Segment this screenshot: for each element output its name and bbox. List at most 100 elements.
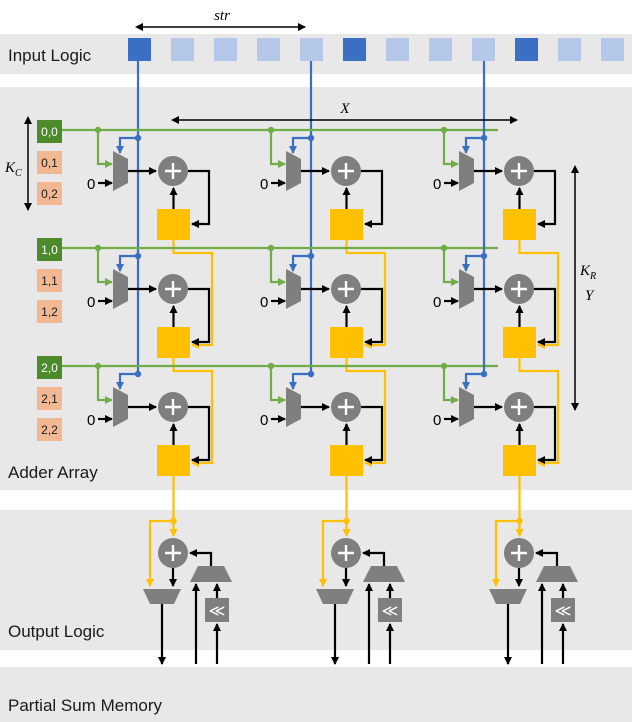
junction-dot <box>134 134 142 142</box>
weight-box <box>37 182 62 205</box>
partial-sum-memory-band <box>0 667 632 722</box>
input-to-mux <box>462 136 484 154</box>
output-multiplexer <box>316 589 354 604</box>
y-dimension-label: Y <box>585 288 595 304</box>
junction-dot <box>170 517 177 525</box>
weight-label: 1,2 <box>41 305 58 319</box>
weight-label: 0,1 <box>41 156 58 170</box>
weight-to-mux <box>269 248 286 286</box>
input-square <box>300 38 323 61</box>
output-multiplexer <box>489 589 527 604</box>
junction-dot <box>307 252 315 260</box>
input-to-mux <box>116 372 138 390</box>
junction-dot <box>267 362 275 370</box>
zero-input: 0 <box>260 176 268 193</box>
accumulator-register <box>503 327 536 358</box>
junction-dot <box>480 252 488 260</box>
zero-input: 0 <box>260 294 268 311</box>
multiplexer <box>459 269 474 309</box>
accumulator-register <box>157 327 190 358</box>
psum-selector-mux <box>363 566 405 582</box>
junction-dot <box>134 370 142 378</box>
junction-dot <box>94 362 102 370</box>
shift-left-icon: ≪ <box>555 603 572 620</box>
psum-forward <box>518 358 560 467</box>
plus-icon <box>338 545 354 561</box>
psum-forward <box>518 240 560 349</box>
psum-selector-mux <box>190 566 232 582</box>
zero-input: 0 <box>87 176 95 193</box>
weight-label: 2,1 <box>41 392 58 406</box>
multiplexer <box>113 387 128 427</box>
weight-box <box>37 238 62 261</box>
weight-box <box>37 269 62 292</box>
weight-label: 1,1 <box>41 274 58 288</box>
zero-input: 0 <box>433 176 441 193</box>
zero-input: 0 <box>87 412 95 429</box>
adder-to-register <box>188 287 211 346</box>
weight-label: 2,0 <box>41 361 58 375</box>
junction-dot <box>516 517 523 525</box>
kc-label: KC <box>4 160 22 179</box>
weight-box <box>37 120 62 143</box>
junction-dot <box>94 126 102 134</box>
adder-to-register <box>534 287 557 346</box>
input-to-mux <box>462 372 484 390</box>
weight-to-mux <box>269 366 286 404</box>
junction-dot <box>307 370 315 378</box>
accumulator-register <box>330 209 363 240</box>
weight-to-mux <box>442 248 459 286</box>
plus-icon <box>165 545 181 561</box>
input-to-mux <box>289 254 311 272</box>
weight-box <box>37 151 62 174</box>
input-square <box>214 38 237 61</box>
plus-icon <box>511 399 527 415</box>
accumulator-register <box>157 209 190 240</box>
adder-to-register <box>361 169 384 228</box>
weight-box <box>37 387 62 410</box>
plus-icon <box>511 545 527 561</box>
accumulator-register <box>157 445 190 476</box>
selector-to-adder <box>362 549 386 566</box>
junction-dot <box>480 370 488 378</box>
adder-to-register <box>534 405 557 464</box>
output-logic-band <box>0 510 632 650</box>
output-logic-label: Output Logic <box>8 622 105 641</box>
junction-dot <box>267 126 275 134</box>
multiplexer <box>286 269 301 309</box>
weight-box <box>37 418 62 441</box>
shift-left-icon: ≪ <box>382 603 399 620</box>
junction-dot <box>440 362 448 370</box>
junction-dot <box>440 126 448 134</box>
zero-input: 0 <box>87 294 95 311</box>
plus-icon <box>511 163 527 179</box>
weight-to-mux <box>96 248 113 286</box>
kr-label: KR <box>579 263 596 282</box>
input-square <box>601 38 624 61</box>
input-to-mux <box>289 372 311 390</box>
junction-dot <box>94 244 102 252</box>
adder-to-register <box>188 405 211 464</box>
input-square <box>386 38 409 61</box>
shift-box <box>551 598 575 622</box>
junction-dot <box>343 517 350 525</box>
plus-icon <box>338 399 354 415</box>
plus-icon <box>338 163 354 179</box>
psum-selector-mux <box>536 566 578 582</box>
input-logic-label: Input Logic <box>8 46 92 65</box>
shift-box <box>205 598 229 622</box>
shift-box <box>378 598 402 622</box>
multiplexer <box>286 151 301 191</box>
junction-dot <box>134 252 142 260</box>
input-square <box>558 38 581 61</box>
weight-to-mux <box>269 130 286 168</box>
adder-to-register <box>361 405 384 464</box>
adder-to-register <box>361 287 384 346</box>
bypass-to-output-mux <box>319 519 347 587</box>
adder-array-label: Adder Array <box>8 463 98 482</box>
plus-icon <box>511 281 527 297</box>
bypass-to-output-mux <box>492 519 520 587</box>
accumulator-register <box>330 327 363 358</box>
input-square <box>257 38 280 61</box>
